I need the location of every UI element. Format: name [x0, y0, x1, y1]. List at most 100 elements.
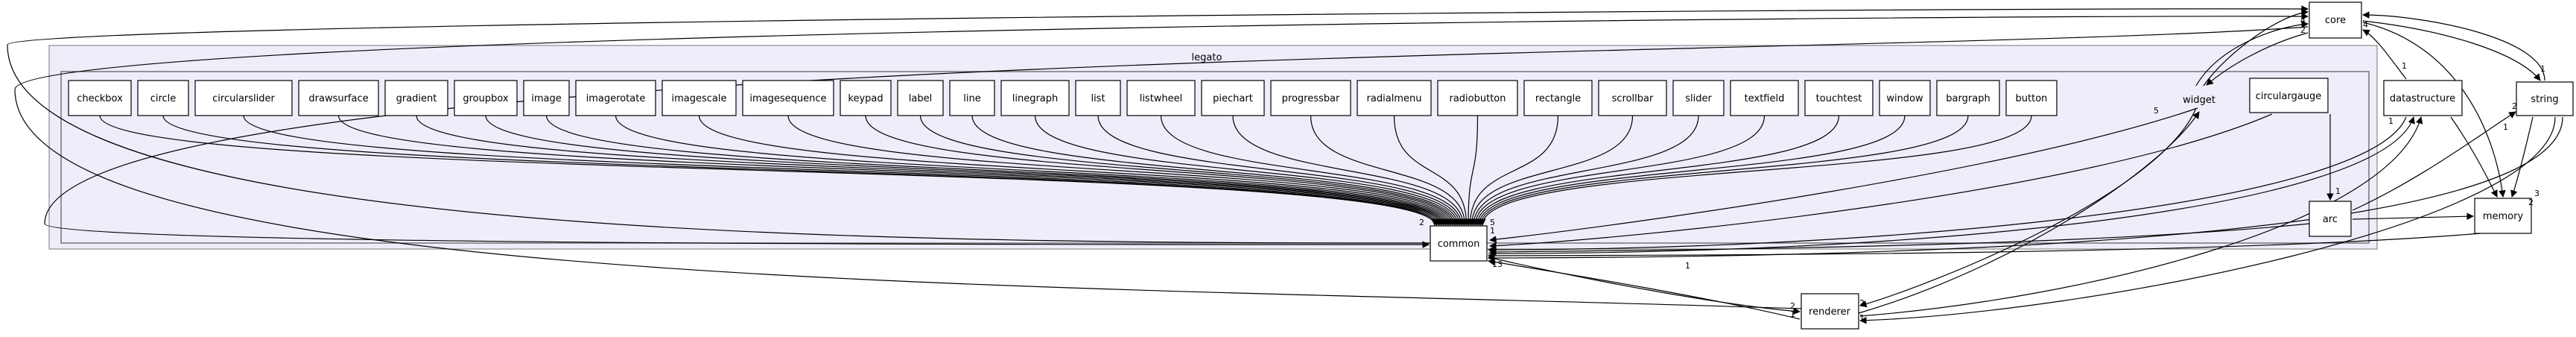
node-renderer[interactable]: renderer	[1801, 293, 1859, 330]
node-rectangle-label: rectangle	[1535, 93, 1581, 104]
count-core-in-mid: 4	[2300, 16, 2306, 25]
count-renderer-in-c: 1	[1790, 309, 1795, 319]
edge-count-labels: 3 4 4 2 5 1 1 2 3 2 1 2 5 1 13 2 2 1 1 1…	[1419, 7, 2545, 323]
edge-button-to-common	[1479, 115, 2032, 226]
node-imagesequence-label: imagesequence	[749, 93, 826, 104]
edge-string-to-memory	[2510, 116, 2534, 198]
node-datastructure[interactable]: datastructure	[2383, 80, 2463, 116]
node-button[interactable]: button	[2005, 80, 2058, 116]
count-core-in-top: 3	[2300, 7, 2306, 16]
count-widget-in-bottom: 1	[1685, 261, 1690, 271]
node-datastructure-label: datastructure	[2390, 93, 2455, 104]
edge-widget-to-common	[1489, 107, 2198, 243]
node-linegraph[interactable]: linegraph	[1000, 80, 1070, 116]
node-imagescale-label: imagescale	[672, 93, 727, 104]
count-common-in-right-b: 1	[1490, 226, 1495, 236]
edge-radialmenu-to-common	[1393, 115, 1471, 226]
edges-layer	[7, 5, 2563, 324]
count-memory-in: 3	[2534, 189, 2539, 198]
node-image[interactable]: image	[523, 80, 570, 116]
node-core[interactable]: core	[2309, 1, 2362, 39]
count-common-in-left: 2	[1419, 218, 1424, 227]
node-radialmenu[interactable]: radialmenu	[1357, 80, 1432, 116]
edge-common-to-datastructure	[1488, 116, 2415, 254]
node-arc[interactable]: arc	[2309, 201, 2352, 237]
edge-core-to-memory	[2362, 22, 2506, 198]
node-drawsurface[interactable]: drawsurface	[298, 80, 379, 116]
edge-radiobutton-to-common	[1465, 115, 1479, 226]
edge-widget-to-core	[2203, 9, 2309, 86]
node-textfield[interactable]: textfield	[1730, 80, 1799, 116]
edge-renderer-to-datastructure	[1859, 116, 2423, 317]
node-keypad[interactable]: keypad	[840, 80, 892, 116]
node-checkbox[interactable]: checkbox	[68, 80, 132, 116]
node-line[interactable]: line	[949, 80, 995, 116]
node-circulargauge[interactable]: circulargauge	[2249, 78, 2329, 113]
node-groupbox-label: groupbox	[463, 93, 509, 104]
cluster-legato-label: legato	[1192, 52, 1222, 63]
node-scrollbar[interactable]: scrollbar	[1598, 80, 1667, 116]
count-common-in-bottom: 13	[1492, 259, 1503, 269]
node-gradient[interactable]: gradient	[384, 80, 448, 116]
edge-common-to-core	[7, 5, 2309, 244]
node-common[interactable]: common	[1430, 225, 1488, 262]
node-label[interactable]: label	[897, 80, 944, 116]
edge-core-to-common	[44, 26, 2309, 248]
edge-datastructure-to-memory	[2450, 116, 2498, 198]
count-string-in: 1	[2540, 64, 2545, 74]
node-radiobutton[interactable]: radiobutton	[1437, 80, 1518, 116]
edge-rectangle-to-common	[1466, 115, 1559, 226]
edge-linegraph-to-common	[1034, 115, 1462, 226]
edge-scrollbar-to-common	[1468, 115, 1634, 226]
node-label-label: label	[909, 93, 932, 104]
node-imagesequence[interactable]: imagesequence	[742, 80, 834, 116]
edge-gradient-to-common	[416, 115, 1446, 226]
node-progressbar[interactable]: progressbar	[1270, 80, 1351, 116]
count-core-in-widget: 2	[2300, 25, 2306, 35]
edge-line-to-common	[971, 115, 1460, 226]
edge-imagescale-to-common	[698, 115, 1453, 226]
node-listwheel-label: listwheel	[1140, 93, 1183, 104]
edge-arc-to-memory	[2352, 212, 2474, 221]
node-circulargauge-label: circulargauge	[2256, 91, 2322, 102]
edge-renderer-to-core	[14, 13, 2309, 309]
node-radialmenu-label: radialmenu	[1367, 93, 1422, 104]
node-rectangle[interactable]: rectangle	[1523, 80, 1593, 116]
edge-textfield-to-common	[1471, 115, 1766, 226]
node-groupbox[interactable]: groupbox	[454, 80, 518, 116]
count-common-in-right: 5	[1490, 218, 1495, 227]
edge-widget-to-core-b	[2195, 20, 2309, 86]
node-progressbar-label: progressbar	[1282, 93, 1340, 104]
node-imagerotate[interactable]: imagerotate	[575, 80, 656, 116]
node-button-label: button	[2016, 93, 2048, 104]
node-listwheel[interactable]: listwheel	[1126, 80, 1196, 116]
node-memory[interactable]: memory	[2474, 198, 2532, 234]
edge-memory-to-common	[1488, 233, 2481, 259]
edge-renderer-to-common	[1488, 258, 1801, 320]
node-list[interactable]: list	[1075, 80, 1121, 116]
node-string[interactable]: string	[2516, 81, 2574, 116]
node-bargraph[interactable]: bargraph	[1936, 80, 2000, 116]
node-common-label: common	[1438, 239, 1480, 250]
node-circularslider[interactable]: circularslider	[194, 80, 293, 116]
edge-datastructure-to-core	[2362, 29, 2407, 80]
node-touchtest[interactable]: touchtest	[1804, 80, 1874, 116]
edge-imagerotate-to-common	[615, 115, 1451, 226]
edge-progressbar-to-common	[1310, 115, 1469, 226]
node-piechart[interactable]: piechart	[1201, 80, 1265, 116]
node-imagescale[interactable]: imagescale	[662, 80, 737, 116]
node-circle[interactable]: circle	[137, 80, 189, 116]
edge-datastructure-to-common	[1488, 116, 2407, 253]
node-line-label: line	[963, 93, 980, 104]
count-datastructure-in: 1	[2402, 61, 2407, 71]
node-widget[interactable]: widget	[2183, 95, 2215, 106]
node-scrollbar-label: scrollbar	[1612, 93, 1654, 104]
edge-drawsurface-to-common	[337, 115, 1444, 226]
node-core-label: core	[2325, 15, 2346, 26]
node-circularslider-label: circularslider	[212, 93, 275, 104]
node-window[interactable]: window	[1879, 80, 1931, 116]
node-slider[interactable]: slider	[1672, 80, 1725, 116]
count-widget-in-left: 5	[2154, 106, 2159, 116]
